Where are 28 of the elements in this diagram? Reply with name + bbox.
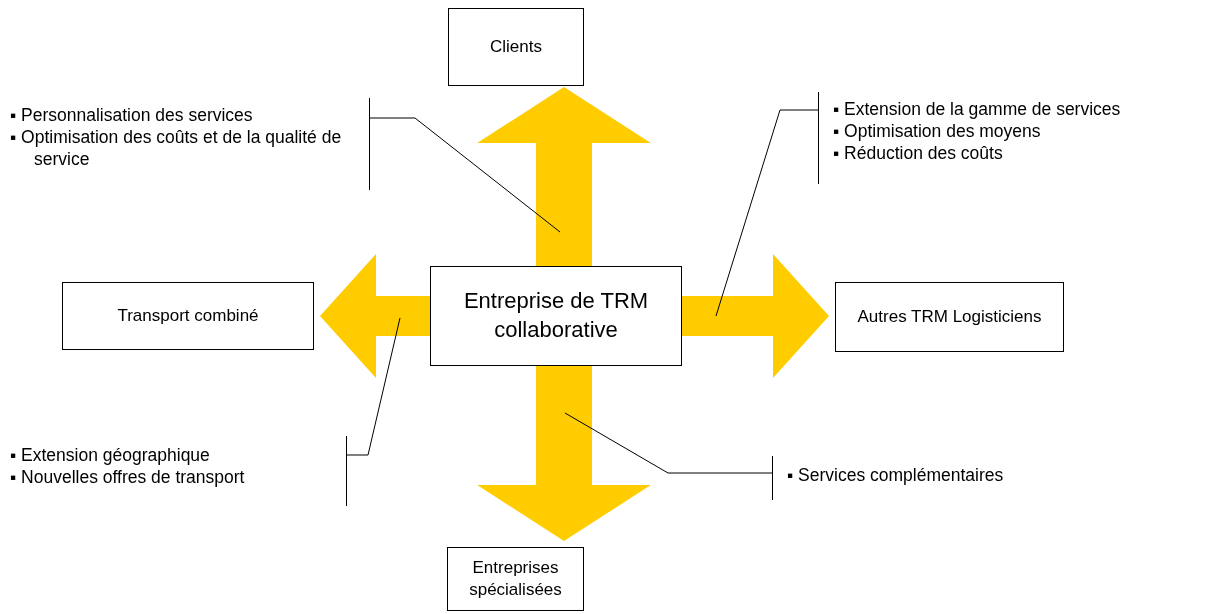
target-box — [62, 282, 314, 350]
bullet-item: ▪ Services complémentaires — [787, 464, 1005, 486]
leader-line — [369, 117, 561, 233]
box-label: Autres TRM Logisticiens — [856, 305, 1043, 328]
box-label: Transport combiné — [116, 304, 260, 327]
target-box — [447, 547, 584, 611]
leader-line — [564, 412, 773, 474]
box-label: Entreprises spécialisées — [468, 556, 563, 601]
bullet-item: ▪ Optimisation des coûts et de la qualité de service — [10, 126, 343, 170]
block-arrow — [682, 254, 829, 378]
bullet-item: ▪ Personnalisation des services — [10, 104, 254, 126]
bullet-item: ▪ Extension de la gamme de services — [833, 98, 1122, 120]
leader-line — [346, 317, 401, 456]
box-label: Entreprise de TRM collaborative — [462, 287, 650, 344]
box-label: Clients — [489, 35, 543, 58]
block-arrow — [477, 366, 651, 541]
leader-line — [715, 109, 819, 317]
bracket-note — [10, 98, 370, 190]
bullet-item: ▪ Optimisation des moyens — [833, 120, 1042, 142]
central-box — [430, 266, 682, 366]
bracket-note — [10, 436, 347, 506]
block-arrow — [477, 87, 651, 266]
bullet-item: ▪ Réduction des coûts — [833, 142, 1004, 164]
bullet-item: ▪ Nouvelles offres de transport — [10, 466, 246, 488]
target-box — [835, 282, 1064, 352]
block-arrow — [320, 254, 430, 378]
bullet-item: ▪ Extension géographique — [10, 444, 211, 466]
target-box — [448, 8, 584, 86]
